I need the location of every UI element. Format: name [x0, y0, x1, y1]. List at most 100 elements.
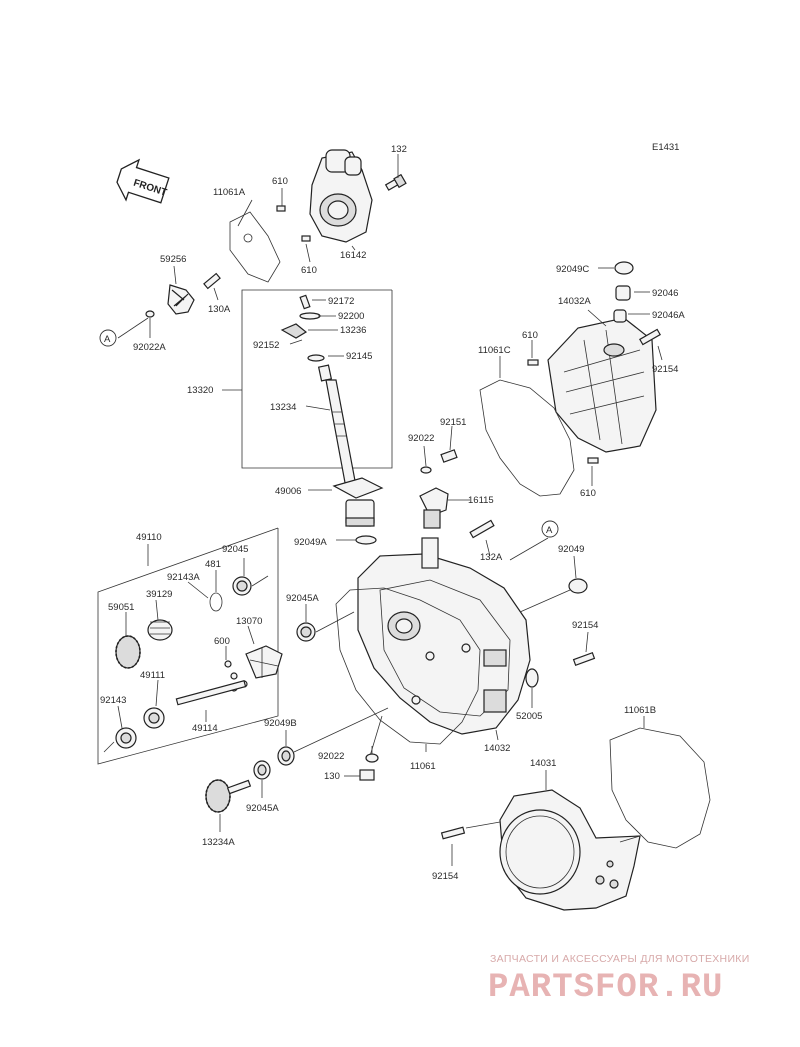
- label-14032A: 14032A: [558, 296, 591, 307]
- label-92154-c: 92154: [432, 871, 458, 882]
- front-arrow-icon: FRONT: [116, 158, 170, 204]
- bearing-92049B: [277, 746, 295, 766]
- dowel-610-d: [587, 457, 599, 464]
- diagram-id: E1431: [652, 142, 679, 153]
- bolt-92154-b: [572, 651, 596, 667]
- label-92022-a: 92022: [408, 433, 434, 444]
- label-49110: 49110: [136, 532, 162, 543]
- label-610-c: 610: [522, 330, 538, 341]
- label-14031: 14031: [530, 758, 556, 769]
- label-92049C: 92049C: [556, 264, 589, 275]
- label-11061B: 11061B: [624, 705, 656, 716]
- label-14032: 14032: [484, 743, 510, 754]
- seal-52005: [525, 668, 539, 688]
- bolt-92154-a: [639, 328, 661, 346]
- label-92143: 92143: [100, 695, 126, 706]
- label-92154-b: 92154: [572, 620, 598, 631]
- label-92022A: 92022A: [133, 342, 166, 353]
- seal-49111: [143, 707, 165, 729]
- label-11061A: 11061A: [213, 187, 246, 198]
- watermark-brand: PARTSFOR.RU: [488, 969, 723, 1007]
- label-13236: 13236: [340, 325, 366, 336]
- washer-92022-a: [420, 466, 432, 474]
- gasket-11061A: [229, 211, 281, 283]
- bolt-130A: [203, 272, 221, 290]
- circlip-481: [209, 592, 223, 612]
- label-13070: 13070: [236, 616, 262, 627]
- label-49111: 49111: [140, 670, 165, 681]
- label-11061C: 11061C: [478, 345, 511, 356]
- label-92049: 92049: [558, 544, 584, 555]
- washer-92022-b: [365, 753, 379, 763]
- label-130A: 130A: [208, 304, 231, 315]
- impeller-13070: [245, 645, 283, 679]
- generator-cover-14031: [499, 789, 641, 911]
- label-92046: 92046: [652, 288, 678, 299]
- label-92154-a: 92154: [652, 364, 678, 375]
- label-59051: 59051: [108, 602, 134, 613]
- dowel-610-b: [301, 235, 311, 242]
- assembly-bracket-13320: [222, 289, 393, 469]
- bolt-92151: [440, 449, 458, 463]
- label-92152: 92152: [253, 340, 279, 351]
- callout-a-left: [99, 329, 117, 347]
- bolt-130: [359, 769, 375, 781]
- callout-a-right: [541, 520, 559, 538]
- label-610-top: 610: [272, 176, 288, 187]
- label-13320: 13320: [187, 385, 213, 396]
- bolt-132A: [469, 519, 495, 539]
- label-52005: 52005: [516, 711, 542, 722]
- gear-59051: [115, 635, 141, 669]
- label-11061: 11061: [410, 761, 436, 772]
- seal-92049: [568, 578, 588, 594]
- label-92151: 92151: [440, 417, 466, 428]
- watermark: ЗАПЧАСТИ И АКСЕССУАРЫ ДЛЯ МОТОТЕХНИКИ PA…: [488, 953, 749, 1007]
- label-92045A-b: 92045A: [246, 803, 279, 814]
- label-600: 600: [214, 636, 230, 647]
- label-49006: 49006: [275, 486, 301, 497]
- gear-13234A: [205, 779, 252, 813]
- bearing-92045A-b: [253, 760, 271, 780]
- water-pump-cover-16142: [309, 149, 373, 243]
- label-92049A: 92049A: [294, 537, 327, 548]
- bushing-92046: [615, 285, 631, 301]
- dowel-610-c: [527, 359, 539, 366]
- label-610-d: 610: [580, 488, 596, 499]
- washer-92022A: [145, 310, 155, 318]
- label-92022-b: 92022: [318, 751, 344, 762]
- gasket-11061C: [479, 379, 575, 497]
- gasket-11061: [335, 587, 481, 745]
- label-16115: 16115: [468, 495, 494, 506]
- label-92049B: 92049B: [264, 718, 297, 729]
- label-49114: 49114: [192, 723, 218, 734]
- label-16142: 16142: [340, 250, 366, 261]
- seal-92049C: [614, 261, 634, 275]
- seal-92049A: [355, 535, 377, 545]
- label-92145: 92145: [346, 351, 372, 362]
- bolt-92154-c: [440, 826, 466, 840]
- gasket-11061B: [609, 727, 711, 849]
- bolt-132: [384, 173, 407, 191]
- label-59256: 59256: [160, 254, 186, 265]
- bearing-92045: [232, 576, 252, 596]
- bearing-92045A-a: [296, 622, 316, 642]
- label-92046A: 92046A: [652, 310, 685, 321]
- label-13234: 13234: [270, 402, 296, 413]
- shaft-49114: [175, 680, 247, 706]
- label-39129: 39129: [146, 589, 172, 600]
- label-92200: 92200: [338, 311, 364, 322]
- label-92045: 92045: [222, 544, 248, 555]
- impeller-59256: [167, 284, 195, 315]
- label-92045A-a: 92045A: [286, 593, 319, 604]
- housing-49006: [332, 477, 384, 527]
- label-92143A: 92143A: [167, 572, 200, 583]
- spring-39129: [147, 619, 173, 641]
- part-labels: 132 610 11061A 16142 610 59256 130A 9202…: [100, 144, 685, 882]
- seal-92143: [115, 727, 137, 749]
- label-130: 130: [324, 771, 340, 782]
- dowel-610-top: [276, 205, 286, 212]
- callout-a-right-text: A: [546, 525, 553, 536]
- clutch-cover-14032: [357, 537, 531, 735]
- bushing-92046A: [613, 309, 627, 323]
